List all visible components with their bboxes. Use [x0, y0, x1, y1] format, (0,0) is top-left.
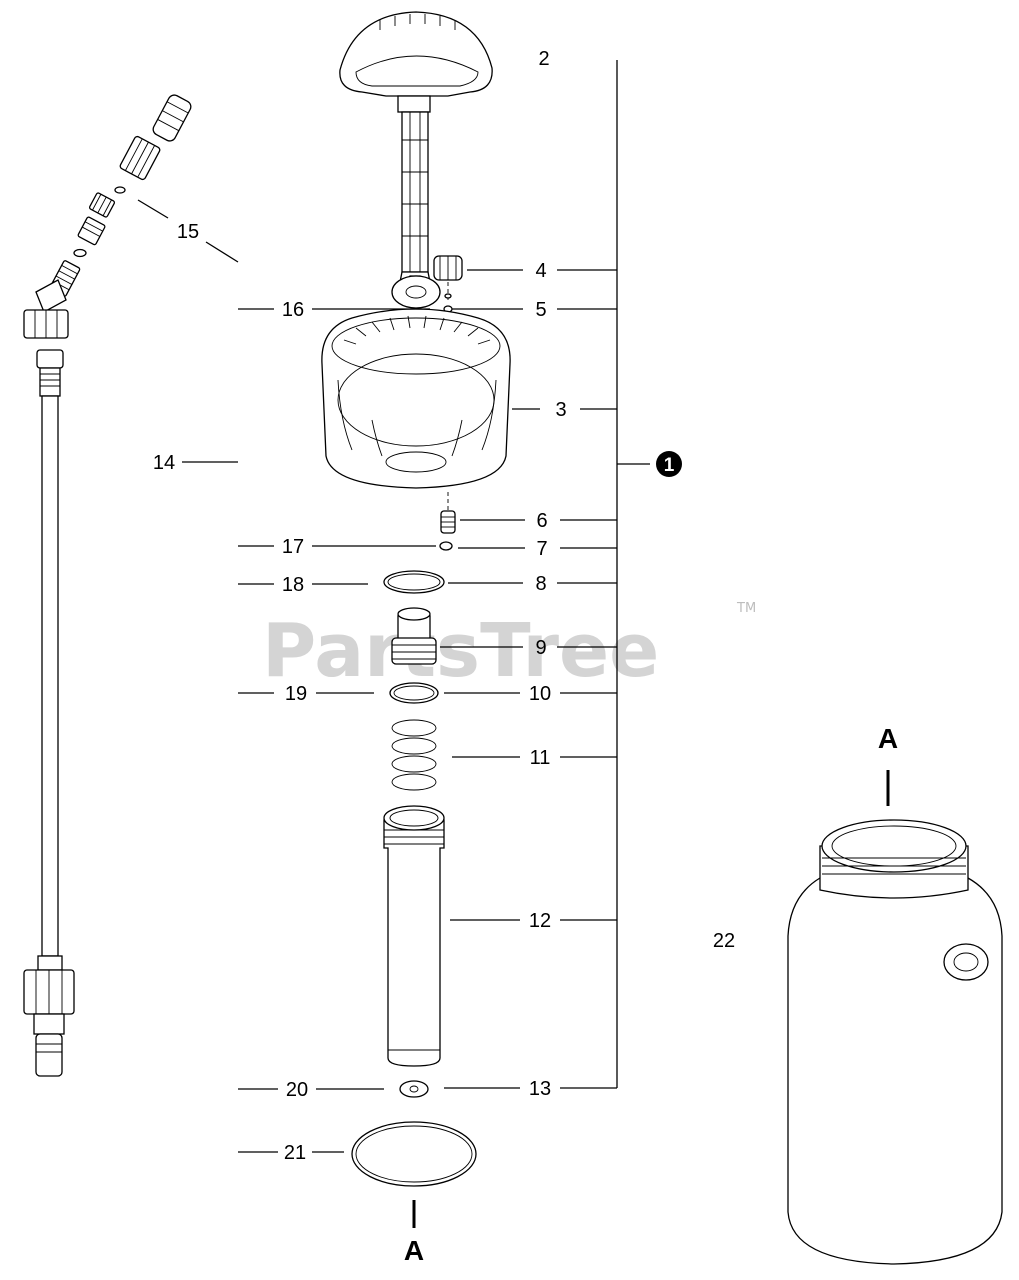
assembly-callout: 1: [656, 451, 682, 477]
callout-9: 9: [535, 637, 546, 659]
callout-5: 5: [535, 299, 546, 321]
pump-cylinder: [383, 805, 445, 1067]
callout-15: 15: [177, 221, 199, 243]
callout-13: 13: [529, 1078, 551, 1100]
watermark-text: PartsTree: [262, 608, 659, 694]
spray-wand-assembly: [23, 94, 192, 1077]
callout-21: 21: [284, 1142, 306, 1164]
section-mark-bottom: A: [404, 1235, 424, 1266]
callout-14: 14: [153, 452, 175, 474]
pump-cover: [321, 275, 511, 489]
callout-3: 3: [555, 399, 566, 421]
section-mark-top: A: [878, 723, 898, 754]
watermark-trademark: TM: [736, 601, 756, 616]
pump-handle: [339, 11, 493, 293]
assembly-callout-label: 1: [664, 455, 675, 476]
callout-17: 17: [282, 536, 304, 558]
callout-10: 10: [529, 683, 551, 705]
callout-20: 20: [286, 1079, 308, 1101]
spring: [391, 719, 437, 791]
callout-22: 22: [713, 930, 735, 952]
callout-18: 18: [282, 574, 304, 596]
callout-16: 16: [282, 299, 304, 321]
callout-labels: 2 3 4 5 6 7 8 9 10 11 12 13 14 15 16 17 …: [153, 48, 735, 1164]
left-leader-lines: [137, 199, 436, 1153]
callout-2: 2: [538, 48, 549, 70]
callout-11: 11: [530, 747, 551, 769]
callout-6: 6: [536, 510, 547, 532]
callout-12: 12: [529, 910, 551, 932]
callout-8: 8: [535, 573, 546, 595]
callout-19: 19: [285, 683, 307, 705]
valve-body: [391, 607, 437, 665]
callout-7: 7: [536, 538, 547, 560]
callout-4: 4: [535, 260, 546, 282]
assembly-bracket: [440, 60, 650, 1089]
tank: [787, 770, 1003, 1265]
valve-cap: [433, 255, 463, 281]
